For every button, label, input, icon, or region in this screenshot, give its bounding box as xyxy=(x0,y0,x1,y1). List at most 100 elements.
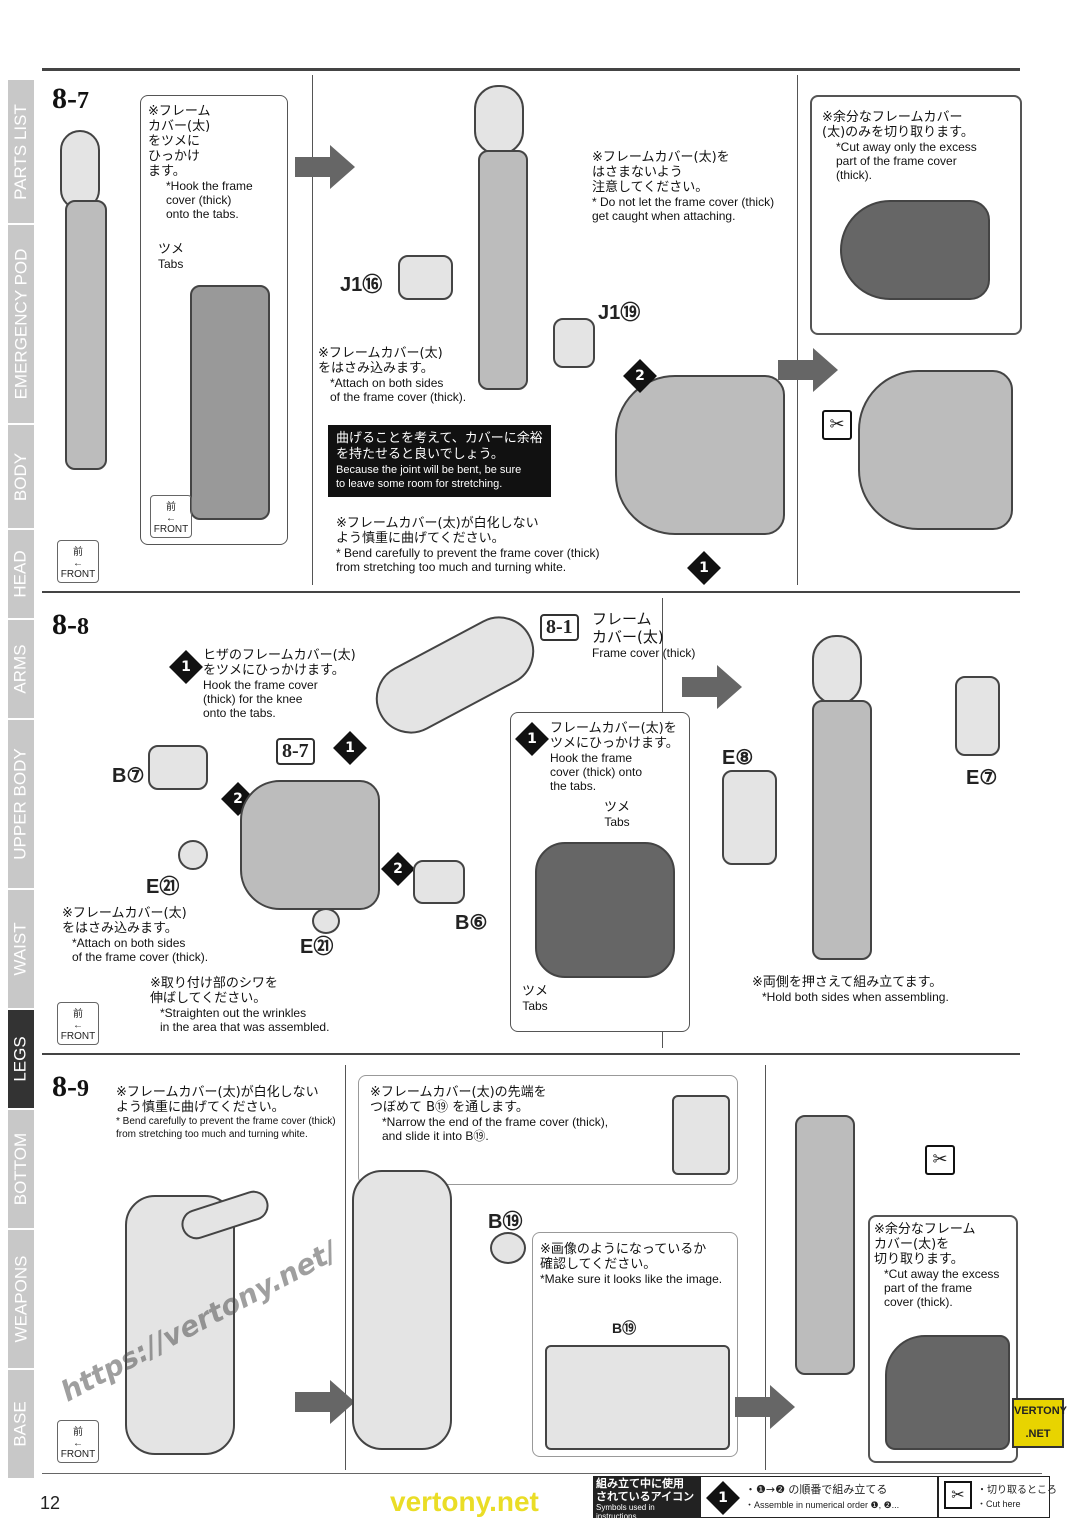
part-e7-illustration xyxy=(955,676,1000,756)
sidebar-label: EMERGENCY POD xyxy=(11,248,31,400)
sidebar-item-bottom[interactable]: BOTTOM xyxy=(8,1110,34,1230)
part-b6-illustration xyxy=(413,860,465,904)
check-photo xyxy=(545,1345,730,1450)
sidebar-item-upper-body[interactable]: UPPER BODY xyxy=(8,720,34,890)
watermark-badge: VERTONY.NET xyxy=(1012,1398,1067,1448)
sidebar-label: BODY xyxy=(11,452,30,501)
cut-note: ※余分なフレーム カバー(太)を 切り取ります。*Cut away the ex… xyxy=(874,1222,1000,1309)
cut-scissors-icon: ✂ xyxy=(822,410,852,440)
part-e21-illustration xyxy=(178,840,208,870)
sidebar-item-head[interactable]: HEAD xyxy=(8,530,34,620)
sidebar-item-legs[interactable]: LEGS xyxy=(8,1010,34,1110)
ref-step-8-7: 8-7 xyxy=(276,738,315,765)
leg-frame-illustration xyxy=(478,150,528,390)
sidebar-item-arms[interactable]: ARMS xyxy=(8,620,34,720)
sidebar-label: UPPER BODY xyxy=(11,748,31,860)
part-b19-illustration xyxy=(490,1232,526,1264)
sidebar-label: WAIST xyxy=(11,922,31,976)
sidebar-label: BASE xyxy=(11,1401,31,1447)
cut-scissors-icon: ✂ xyxy=(944,1481,972,1509)
cut-detail-illustration xyxy=(840,200,990,300)
knee-hook-note: ヒザのフレームカバー(太) をツメにひっかけます。Hook the frame … xyxy=(203,648,356,720)
next-arrow-icon xyxy=(778,348,838,392)
panel-divider xyxy=(345,1065,346,1470)
sidebar-item-body[interactable]: BODY xyxy=(8,425,34,530)
part-j1-16-illustration xyxy=(398,255,453,300)
part-label-b19: B⑲ xyxy=(612,1320,637,1336)
knee-joint-illustration xyxy=(240,780,380,910)
legend-order-en: ・Assemble in numerical order ❶, ❷... xyxy=(745,1500,900,1510)
part-label-j1-16: J1⑯ xyxy=(340,274,383,296)
leg-frame-illustration xyxy=(65,200,107,470)
hook-note: ※フレーム カバー(太) をツメに ひっかけ ます。*Hook the fram… xyxy=(148,104,253,221)
part-label-e21: E㉑ xyxy=(300,936,334,958)
bend-note: ※フレームカバー(太)が白化しない よう慎重に曲げてください。* Bend ca… xyxy=(116,1085,336,1140)
frame-cover-label: フレーム カバー(太)Frame cover (thick) xyxy=(592,610,696,660)
step-marker-2: 2 xyxy=(623,359,657,393)
part-label-b19: B⑲ xyxy=(488,1211,523,1233)
sidebar-label: LEGS xyxy=(11,1036,31,1082)
sidebar-item-weapons[interactable]: WEAPONS xyxy=(8,1230,34,1370)
sidebar-label: PARTS LIST xyxy=(11,103,31,200)
step-marker-1: 1 xyxy=(333,731,367,765)
part-label-j1-19: J1⑲ xyxy=(598,302,641,324)
sidebar-label: BOTTOM xyxy=(11,1132,31,1206)
part-label-b7: B⑦ xyxy=(112,765,145,787)
tab-detail-illustration xyxy=(535,842,675,978)
cut-scissors-icon: ✂ xyxy=(925,1145,955,1175)
sidebar-label: WEAPONS xyxy=(11,1255,30,1343)
bent-knee-illustration xyxy=(858,370,1013,530)
hook-note: フレームカバー(太)を ツメにひっかけます。Hook the frame cov… xyxy=(550,721,679,793)
caution-note: ※フレームカバー(太)を はさまないよう 注意してください。* Do not l… xyxy=(592,150,775,223)
step-number: 8-9 xyxy=(52,1070,89,1103)
legend-order xyxy=(700,1476,938,1518)
legend-order-jp: ・❶→❷ の順番で組み立てる xyxy=(745,1483,888,1496)
section-rule xyxy=(42,591,1020,593)
next-arrow-icon xyxy=(682,665,742,709)
part-label-e21: E㉑ xyxy=(146,876,180,898)
next-arrow-icon xyxy=(735,1385,795,1429)
panel-divider xyxy=(765,1065,766,1470)
leg-frame-illustration xyxy=(812,700,872,960)
leg-illustration xyxy=(352,1170,452,1450)
part-e21-illustration xyxy=(312,908,340,934)
part-e8-illustration xyxy=(722,770,777,865)
step-number: 8-8 xyxy=(52,608,89,641)
sidebar-label: ARMS xyxy=(11,644,30,694)
part-label-e7: E⑦ xyxy=(966,767,998,789)
front-indicator: 前←FRONT xyxy=(150,495,192,538)
wrinkle-note: ※取り付け部のシワを 伸ばしてください。*Straighten out the … xyxy=(150,976,330,1034)
step-marker-2: 2 xyxy=(381,852,415,886)
bend-note: ※フレームカバー(太)が白化しない よう慎重に曲げてください。* Bend ca… xyxy=(336,516,600,574)
frame-cover-illustration xyxy=(474,85,524,155)
attach-note: ※フレームカバー(太) をはさみ込みます。*Attach on both sid… xyxy=(318,346,467,404)
front-indicator: 前←FRONT xyxy=(57,540,99,583)
section-rule xyxy=(42,1053,1020,1055)
front-indicator: 前←FRONT xyxy=(57,1002,99,1045)
part-label-b6: B⑥ xyxy=(455,912,488,934)
part-j1-19-illustration xyxy=(553,318,595,368)
footer-rule xyxy=(42,1473,1042,1474)
front-indicator: 前←FRONT xyxy=(57,1420,99,1463)
cut-detail-photo xyxy=(885,1335,1010,1450)
part-b7-illustration xyxy=(148,745,208,790)
sidebar-label: HEAD xyxy=(11,550,31,598)
tab-detail-illustration xyxy=(190,285,270,520)
legend-title: 組み立て中に使用 されているアイコン Symbols used in instr… xyxy=(593,1476,700,1521)
leg-illustration xyxy=(125,1195,235,1455)
legend-cut xyxy=(938,1476,1050,1518)
sidebar-item-emergency-pod[interactable]: EMERGENCY POD xyxy=(8,225,34,425)
step-marker-1: 1 xyxy=(515,722,549,756)
sidebar-item-base[interactable]: BASE xyxy=(8,1370,34,1480)
tip-box: 曲げることを考えて、カバーに余裕 を持たせると良いでしょう。Because th… xyxy=(328,425,551,497)
attach-note: ※フレームカバー(太) をはさみ込みます。*Attach on both sid… xyxy=(62,906,209,964)
page-number: 12 xyxy=(40,1493,61,1513)
sidebar-item-parts-list[interactable]: PARTS LIST xyxy=(8,80,34,225)
check-note: ※画像のようになっているか 確認してください。*Make sure it loo… xyxy=(540,1242,723,1286)
top-rule xyxy=(42,68,1020,71)
legend-cut-en: ・Cut here xyxy=(977,1499,1021,1509)
sidebar-item-waist[interactable]: WAIST xyxy=(8,890,34,1010)
panel-divider xyxy=(797,75,798,585)
